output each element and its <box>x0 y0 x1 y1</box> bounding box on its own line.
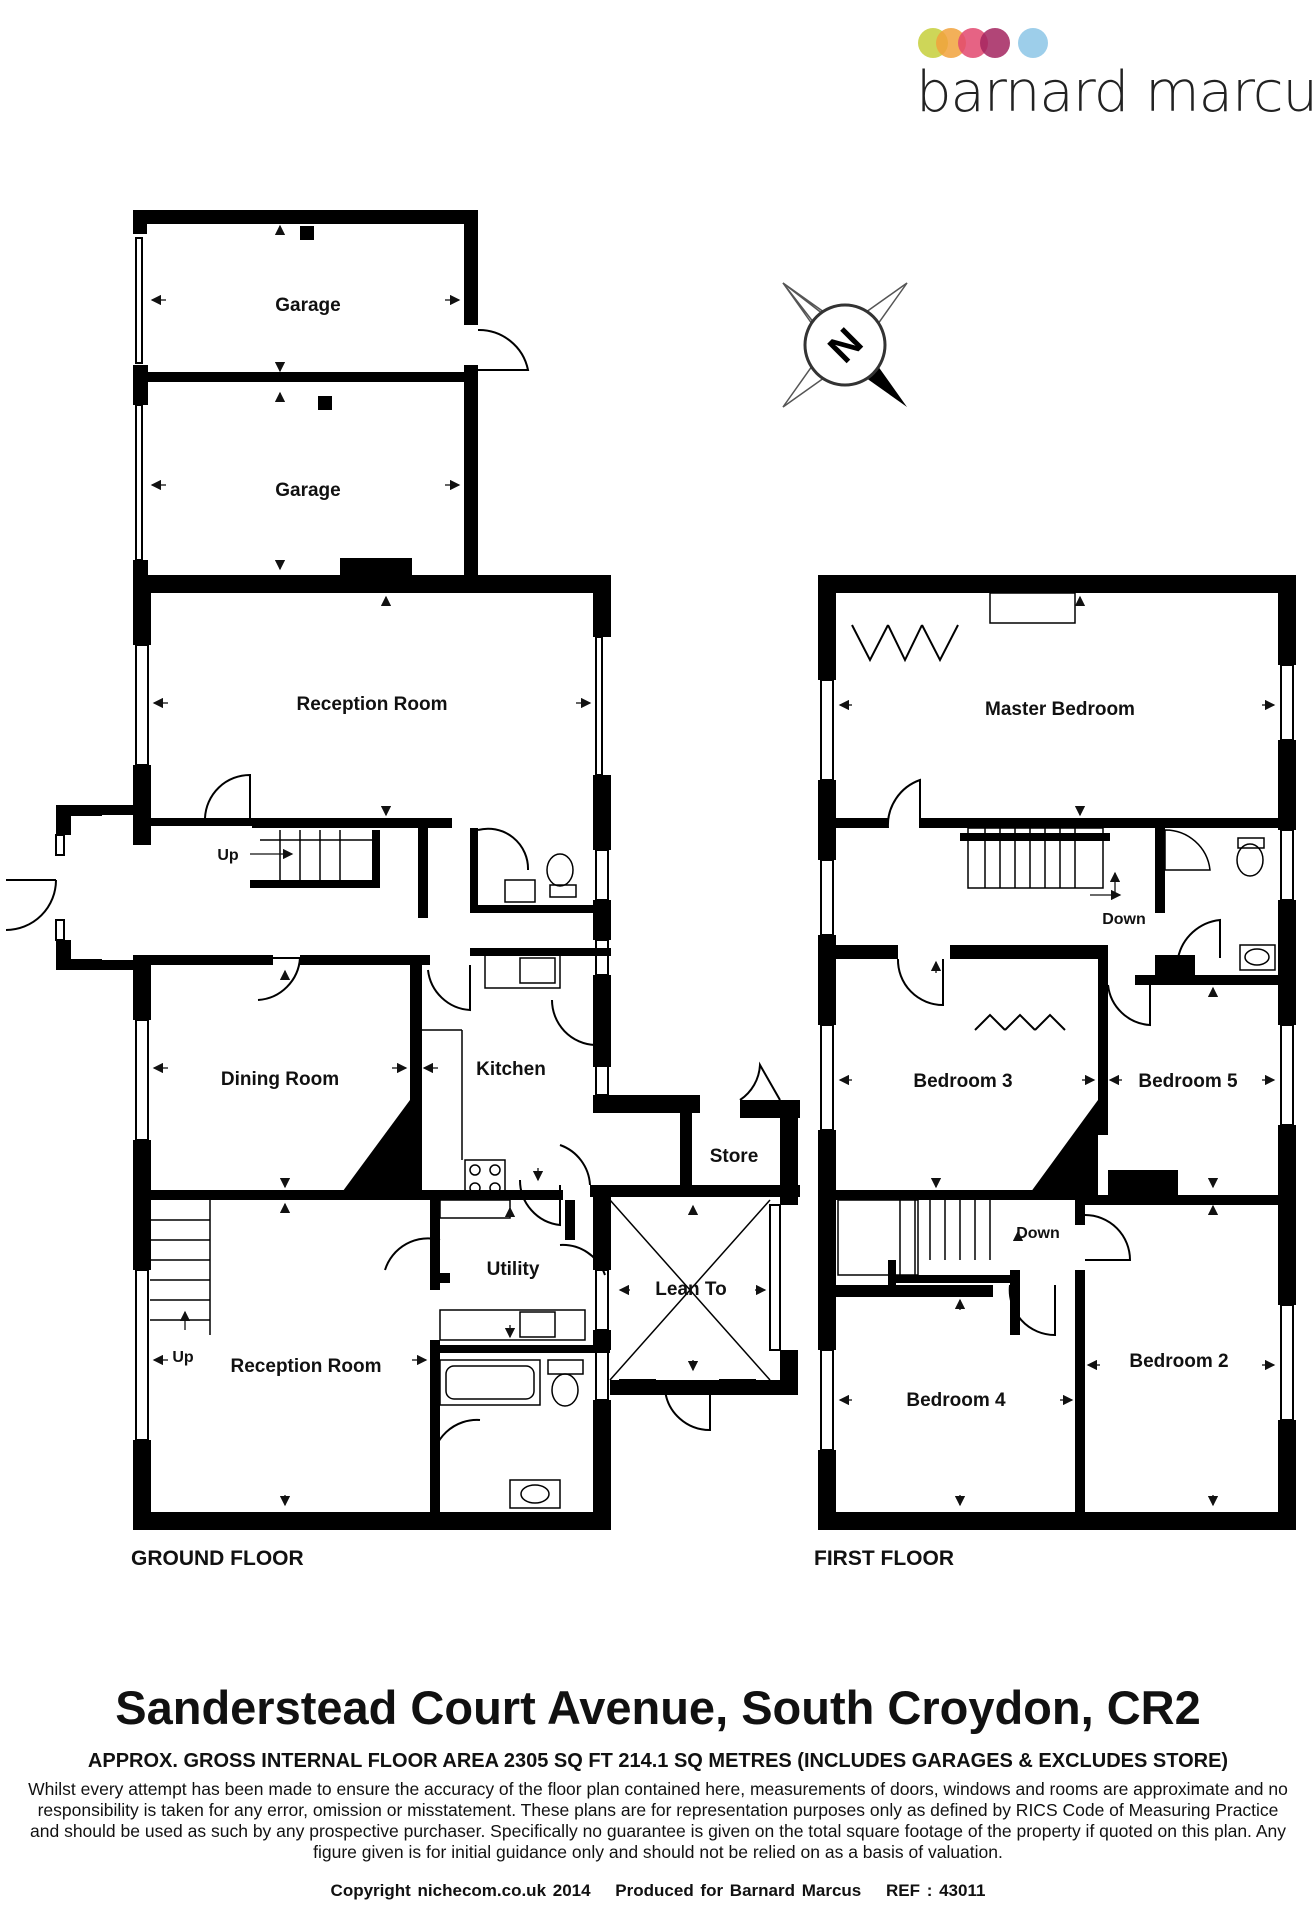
label-garage-1: Garage <box>275 295 340 316</box>
first-floor-fixtures <box>837 592 1276 1276</box>
brand-dot-5 <box>1018 28 1048 58</box>
ground-floor-fixtures <box>150 830 771 1509</box>
label-up-2: Up <box>172 1349 194 1366</box>
label-bedroom-2: Bedroom 2 <box>1129 1351 1228 1372</box>
credits: Copyright nichecom.co.uk 2014 Produced f… <box>0 1881 1316 1901</box>
first-floor-doors <box>851 624 1221 1337</box>
label-utility: Utility <box>487 1259 540 1280</box>
label-store: Store <box>710 1146 759 1167</box>
ground-floor-windows <box>55 237 781 1441</box>
label-garage-2: Garage <box>275 480 340 501</box>
ground-floor-walls <box>56 210 800 1530</box>
label-kitchen: Kitchen <box>476 1059 546 1080</box>
label-bedroom-5: Bedroom 5 <box>1138 1071 1238 1092</box>
brand-logo: barnard marcus <box>900 22 1316 132</box>
first-floor-walls <box>818 575 1296 1530</box>
label-bedroom-4: Bedroom 4 <box>906 1390 1006 1411</box>
first-floor-windows <box>820 664 1294 1451</box>
label-down-1: Down <box>1102 911 1146 928</box>
produced-for: Produced for Barnard Marcus <box>615 1881 862 1900</box>
label-dining: Dining Room <box>221 1069 339 1090</box>
disclaimer: Whilst every attempt has been made to en… <box>28 1779 1288 1862</box>
compass-rose: N <box>782 282 908 408</box>
label-bedroom-3: Bedroom 3 <box>913 1071 1012 1092</box>
brand-name: barnard marcus <box>916 60 1316 125</box>
brand-dot-4 <box>980 28 1010 58</box>
footer: Sanderstead Court Avenue, South Croydon,… <box>0 1680 1316 1901</box>
reference: REF : 43011 <box>885 1881 986 1900</box>
room-labels: Garage Garage Reception Room Up Dining R… <box>131 295 1238 1570</box>
label-ground-floor: GROUND FLOOR <box>131 1547 304 1570</box>
label-first-floor: FIRST FLOOR <box>814 1547 954 1570</box>
label-reception-upper: Reception Room <box>297 694 448 715</box>
copyright: Copyright nichecom.co.uk 2014 <box>330 1881 591 1900</box>
label-master-bedroom: Master Bedroom <box>985 699 1135 720</box>
dimension-arrows <box>150 224 1276 1507</box>
label-reception-lower: Reception Room <box>231 1356 382 1377</box>
label-up-1: Up <box>217 847 239 864</box>
label-lean-to: Lean To <box>655 1279 726 1300</box>
ground-floor-doors <box>5 328 781 1466</box>
label-down-2: Down <box>1016 1225 1060 1242</box>
floor-area: APPROX. GROSS INTERNAL FLOOR AREA 2305 S… <box>87 1750 1229 1772</box>
property-title: Sanderstead Court Avenue, South Croydon,… <box>115 1681 1201 1734</box>
